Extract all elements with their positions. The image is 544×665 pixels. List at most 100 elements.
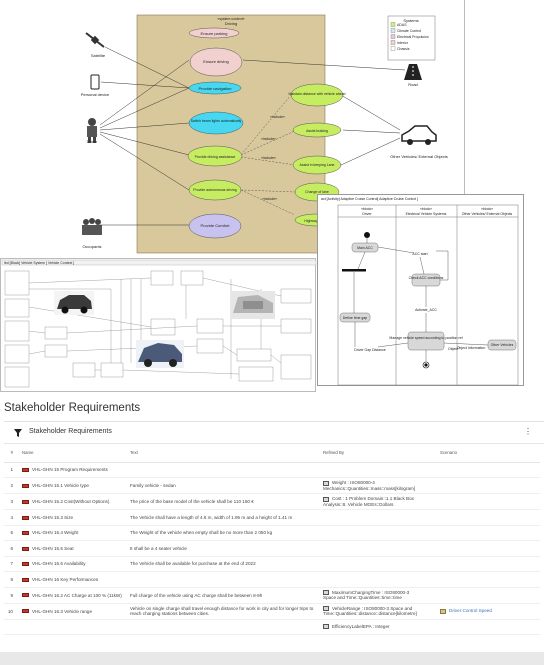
scenario-cell[interactable] xyxy=(438,462,540,478)
legend-title: Systems xyxy=(403,18,418,23)
pin-object: Object xyxy=(448,347,458,351)
ibd-canvas: ibd [Block] Vehicle System [ Vehicle Con… xyxy=(1,259,317,388)
requirement-name-cell[interactable]: VHL-GHN 15.5 Seat xyxy=(22,540,126,557)
lane-stereotype: «block» xyxy=(420,207,432,211)
page-title: Stakeholder Requirements xyxy=(4,402,141,414)
scenario-cell[interactable]: Driver Control Speed xyxy=(438,603,540,620)
scenario-icon xyxy=(440,608,446,614)
svg-text:Check ACC conditions: Check ACC conditions xyxy=(409,276,444,280)
requirement-icon xyxy=(22,562,29,567)
filter-icon[interactable] xyxy=(14,429,22,437)
lane-stereotype: «block» xyxy=(361,207,373,211)
requirement-name-cell[interactable]: VHL-GHN 15.4 Weight xyxy=(22,525,126,541)
svg-text:Define time gap: Define time gap xyxy=(343,316,368,320)
col-header-text[interactable]: Text xyxy=(126,444,323,463)
row-number: 4 xyxy=(4,509,22,526)
refined-by-text: VehicleRange : ISO80000-3 Space and xyxy=(332,605,413,611)
uc-provide-comfort xyxy=(188,213,242,239)
satellite-icon xyxy=(85,32,105,48)
requirement-name-cell[interactable]: VHL-GHN 16 Key Performances xyxy=(22,571,126,588)
scenario-cell[interactable] xyxy=(438,571,540,588)
uc-provide-autonomous-label: Provide autonomous driving xyxy=(193,188,236,192)
lane-other-vehicles: Other Vehicles/ External Objects xyxy=(462,212,513,216)
initial-node xyxy=(364,232,370,238)
requirement-text: The Vehicle shall have a length of 4.6 m… xyxy=(126,509,323,526)
refined-by-cell[interactable]: EfficiencyLabelEPA : Integer xyxy=(323,619,438,635)
scenario-cell[interactable] xyxy=(438,525,540,541)
requirement-icon xyxy=(22,483,29,488)
refined-by-cell[interactable] xyxy=(323,525,438,541)
refined-by-cell[interactable] xyxy=(323,509,438,526)
panel-header: Stakeholder Requirements ⋮ xyxy=(4,422,544,444)
scenario-cell[interactable] xyxy=(438,619,540,635)
action-manage-speed xyxy=(407,331,445,351)
table-row[interactable]: EfficiencyLabelEPA : Integer xyxy=(4,619,540,635)
actor-driver: Driver xyxy=(87,139,98,144)
actor-road: Road xyxy=(408,82,418,87)
scenario-link[interactable]: Driver Control Speed xyxy=(449,608,492,614)
table-header-row: # Name Text Refined By Scenario xyxy=(4,444,540,463)
requirement-name-cell[interactable]: VHL-GHN 15.6 Availability xyxy=(22,556,126,572)
scenario-cell[interactable] xyxy=(438,493,540,510)
uc-switch-lights-label: Switch beam lights automatically xyxy=(191,119,242,123)
legend-swatch xyxy=(390,28,396,33)
refined-by-cell[interactable] xyxy=(323,571,438,588)
lane-driver: Driver xyxy=(362,212,372,216)
requirement-icon xyxy=(22,499,29,504)
col-header-name[interactable]: Name xyxy=(22,444,126,463)
row-number: 5 xyxy=(4,525,22,541)
refined-by-cell[interactable] xyxy=(323,556,438,572)
requirement-name-cell[interactable]: VHL-GHN 16.3 Vehicle range xyxy=(22,603,126,620)
scenario-cell[interactable] xyxy=(438,477,540,494)
requirement-name: VHL-GHN 15.5 Seat xyxy=(32,545,74,551)
requirement-name-cell[interactable]: VHL-GHN 15.3 Size xyxy=(22,509,126,526)
include-label: «include» xyxy=(261,137,276,141)
uc-change-lane-label: Change of lane xyxy=(305,190,329,194)
scenario-cell[interactable] xyxy=(438,509,540,526)
requirement-name-cell[interactable]: VHL-GHN 16.2 AC Charge at 100 % (11kW) xyxy=(22,587,126,604)
row-number: 1 xyxy=(4,462,22,478)
col-header-refined-by[interactable]: Refined By xyxy=(323,444,438,463)
car-image-xray xyxy=(136,340,184,368)
refined-by-text: Analysis::8. Vehicle MOEs::Dollars xyxy=(323,501,394,507)
road-icon xyxy=(404,64,422,80)
activity-header: act [Activity] Adaptive Cruise Control[ … xyxy=(321,197,418,201)
requirement-name-cell[interactable]: VHL-GHN 15.2 Cost(Without Options) xyxy=(22,493,126,510)
action-activate-acc: Activate_ACC xyxy=(415,308,437,312)
uc-ensure-parking xyxy=(188,27,240,39)
more-options-icon[interactable]: ⋮ xyxy=(524,427,532,436)
scenario-cell[interactable] xyxy=(438,587,540,604)
requirement-name-cell[interactable]: VHL-GHN 15 Program Requirements xyxy=(22,462,126,478)
refined-by-cell[interactable] xyxy=(323,462,438,478)
col-header-number[interactable]: # xyxy=(4,444,22,463)
include-links xyxy=(240,94,298,216)
requirement-name-cell[interactable] xyxy=(22,619,126,635)
refined-by-cell[interactable] xyxy=(323,540,438,557)
uc-assist-braking xyxy=(292,122,342,138)
uc-assist-braking-label: Assist braking xyxy=(306,129,328,133)
table-row[interactable]: 4 VHL-GHN 15.3 Size The Vehicle shall have… xyxy=(4,509,540,526)
uc-assist-lane-label: Assist in keeping Lane xyxy=(299,163,334,167)
requirement-name-cell[interactable]: VHL-GHN 15.1 Vehicle type xyxy=(22,477,126,494)
scenario-cell[interactable] xyxy=(438,540,540,557)
uc-assist-lane xyxy=(292,155,342,175)
requirement-name: VHL-GHN 16.3 Vehicle range xyxy=(32,608,93,614)
scenario-cell[interactable] xyxy=(438,556,540,572)
requirement-name: VHL-GHN 15.3 Size xyxy=(32,514,74,520)
col-header-scenario[interactable]: Scenario xyxy=(438,444,540,463)
